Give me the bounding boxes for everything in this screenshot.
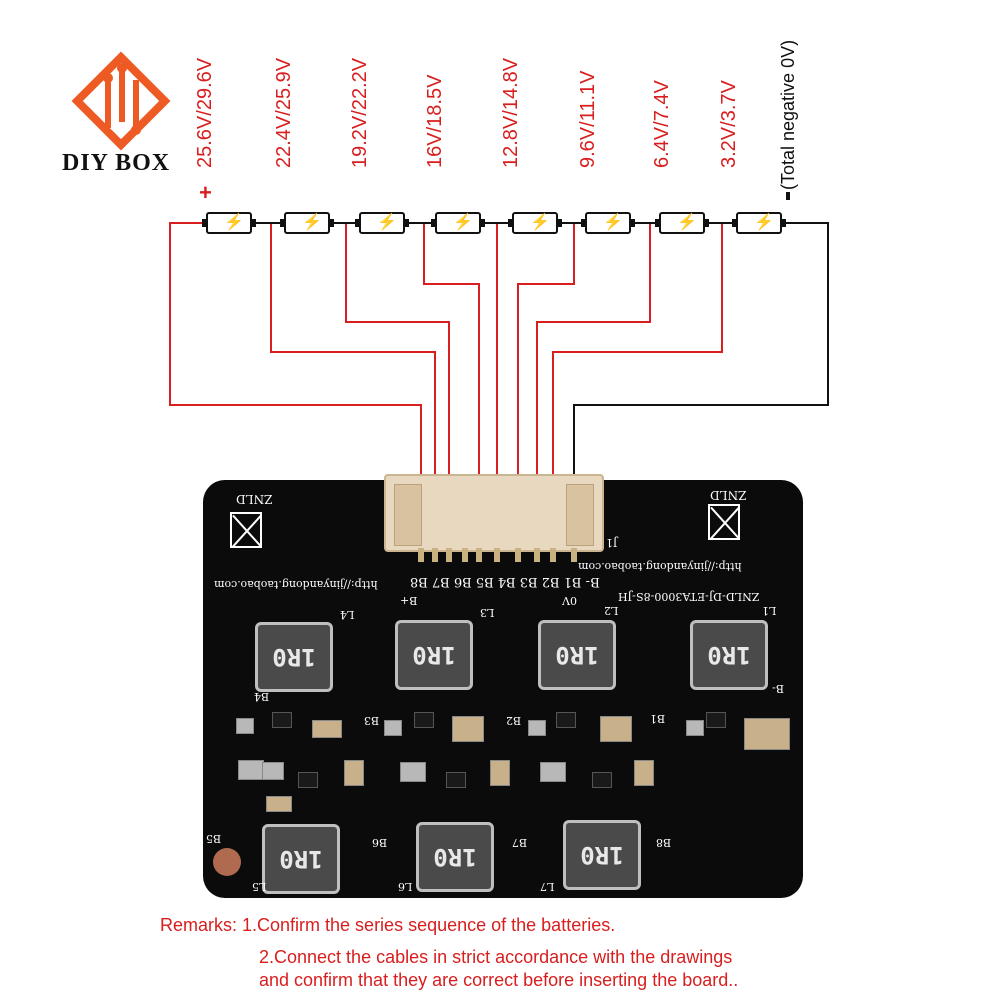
smd-chip	[556, 712, 576, 728]
smd-chip	[414, 712, 434, 728]
inductor-l5: 1R0	[262, 824, 340, 894]
smd-resistor	[540, 762, 566, 782]
smd-resistor	[528, 720, 546, 736]
lightning-icon: ⚡	[302, 214, 322, 231]
smd-capacitor	[452, 716, 484, 742]
smd-resistor	[262, 762, 284, 780]
solder-pad	[213, 848, 241, 876]
battery-cell-6: ⚡	[355, 212, 409, 234]
battery-cell-1: ⚡	[732, 212, 786, 234]
smd-resistor	[238, 760, 264, 780]
smd-chip	[706, 712, 726, 728]
connector-header	[384, 474, 604, 552]
brand-mark-right	[708, 504, 740, 540]
inductor-l1: 1R0	[690, 620, 768, 690]
brand-left: ZNLD	[236, 492, 273, 506]
lightning-icon: ⚡	[453, 214, 473, 231]
pin-labels: B- B1 B2 B3 B4 B5 B6 B7 B8	[410, 574, 600, 589]
cell-label-b7: B7	[512, 836, 528, 849]
connector-pin	[571, 548, 577, 562]
cell-label-b4: B4	[254, 690, 270, 703]
smd-chip	[298, 772, 318, 788]
brand-right: ZNLD	[710, 488, 747, 502]
inductor-l3: 1R0	[395, 620, 473, 690]
connector-latch-left	[394, 484, 422, 546]
connector-latch-right	[566, 484, 594, 546]
connector-pin	[494, 548, 500, 562]
remark-line-2: 2.Connect the cables in strict accordanc…	[259, 947, 733, 967]
connector-pin	[515, 548, 521, 562]
cell-label-b6: B6	[372, 836, 388, 849]
plus-sign: +	[199, 180, 212, 205]
battery-cell-2: ⚡	[655, 212, 709, 234]
cell-label-b2: B2	[506, 714, 522, 727]
smd-capacitor	[600, 716, 632, 742]
inductor-l7: 1R0	[563, 820, 641, 890]
smd-resistor	[686, 720, 704, 736]
wire-bplus	[169, 222, 422, 555]
cell-label-b1: B1	[650, 712, 666, 725]
connector-pin	[446, 548, 452, 562]
logo-text: DIY BOX	[62, 150, 171, 176]
smd-capacitor	[344, 760, 364, 786]
cell-label-b5: B5	[206, 832, 222, 845]
battery-cell-8: ⚡	[202, 212, 256, 234]
inductor-l2: 1R0	[538, 620, 616, 690]
zero-v-label: 0V	[562, 594, 577, 607]
board-url-left: http://jinyandong.taobao.com	[214, 578, 378, 591]
inductor-label-l4: L4	[340, 608, 355, 621]
smd-capacitor	[744, 718, 790, 750]
battery-cell-5: ⚡	[431, 212, 485, 234]
smd-resistor	[236, 718, 254, 734]
j1-label: J1	[606, 536, 618, 549]
bplus-label: B+	[400, 594, 418, 607]
wire-negative	[573, 222, 829, 555]
smd-chip	[592, 772, 612, 788]
lightning-icon: ⚡	[377, 214, 397, 231]
battery-cell-4: ⚡	[508, 212, 562, 234]
inductor-label-l5: L5	[252, 880, 267, 893]
connector-pin	[550, 548, 556, 562]
smd-resistor	[400, 762, 426, 782]
remark-line-3: and confirm that they are correct before…	[259, 970, 739, 990]
inductor-label-l1: L1	[762, 604, 777, 617]
inductor-l6: 1R0	[416, 822, 494, 892]
smd-chip	[446, 772, 466, 788]
smd-chip	[272, 712, 292, 728]
diy-box-logo-icon	[71, 51, 171, 151]
inductor-label-l3: L3	[480, 606, 495, 619]
battery-cell-7: ⚡	[280, 212, 334, 234]
bminus-label: B-	[772, 682, 785, 695]
smd-capacitor	[266, 796, 292, 812]
lightning-icon: ⚡	[754, 214, 774, 231]
lightning-icon: ⚡	[677, 214, 697, 231]
inductor-label-l7: L7	[540, 880, 555, 893]
negative-tick	[786, 192, 790, 200]
connector-pin	[432, 548, 438, 562]
smd-resistor	[384, 720, 402, 736]
board-url-right: http://jinyandong.taobao.com	[578, 560, 742, 573]
board-model: ZNLD-DJ-ETA3000-8S-JH	[618, 590, 760, 603]
smd-capacitor	[634, 760, 654, 786]
connector-pin	[418, 548, 424, 562]
inductor-label-l2: L2	[604, 604, 619, 617]
lightning-icon: ⚡	[530, 214, 550, 231]
connector-pin	[462, 548, 468, 562]
inductor-l4: 1R0	[255, 622, 333, 692]
cell-label-b8: B8	[656, 836, 672, 849]
lightning-icon: ⚡	[224, 214, 244, 231]
connector-pin	[534, 548, 540, 562]
inductor-label-l6: L6	[398, 880, 413, 893]
battery-cell-3: ⚡	[581, 212, 635, 234]
connector-pin	[476, 548, 482, 562]
remark-line-1: Remarks: 1.Confirm the series sequence o…	[160, 915, 616, 935]
smd-capacitor	[312, 720, 342, 738]
smd-capacitor	[490, 760, 510, 786]
brand-mark-left	[230, 512, 262, 548]
lightning-icon: ⚡	[603, 214, 623, 231]
cell-label-b3: B3	[364, 714, 380, 727]
